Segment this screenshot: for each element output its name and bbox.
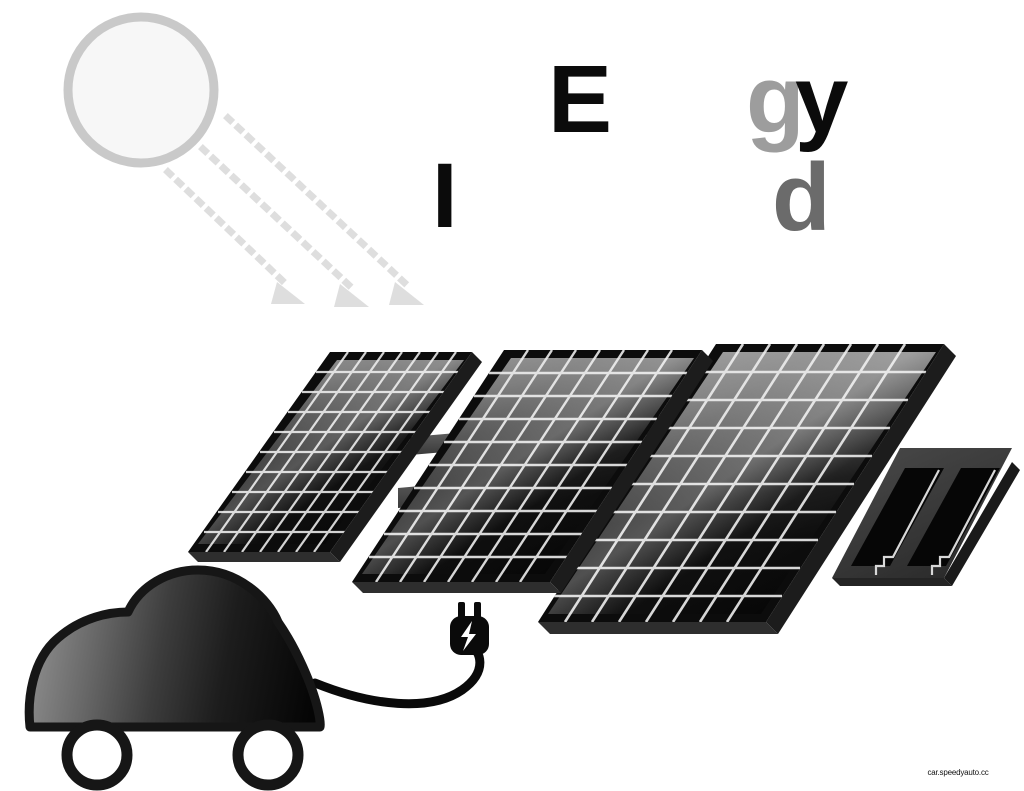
inverter-wire-2 [930, 469, 996, 575]
solar-panel-1 [188, 352, 482, 562]
sun-ray-arrowheads [271, 282, 424, 307]
headline-letter-i: I [432, 145, 458, 247]
inverter-side-edge [944, 462, 1020, 586]
headline-letter-y: y [795, 46, 849, 153]
panel-3-bottom-edge [538, 622, 778, 634]
charging-cable [310, 640, 485, 709]
watermark-text: car.speedyauto.cc [927, 768, 989, 777]
ray-arrowhead-2 [334, 284, 369, 307]
sun-rays-group [163, 113, 413, 293]
car-body [24, 565, 325, 732]
sun-ray-3 [163, 167, 293, 291]
plug-lightning-bolt-icon [461, 621, 476, 651]
car-group [24, 565, 325, 791]
headline-letter-e: E [548, 46, 613, 153]
solar-panel-3 [538, 344, 956, 634]
headline-letter-g: g [746, 46, 805, 153]
panel-2-bottom-edge [352, 582, 561, 593]
sun-ray-2 [198, 144, 357, 293]
sun-group [63, 12, 219, 168]
panel-1-sheen [198, 360, 464, 544]
inverter-bottom-edge [832, 578, 952, 586]
inverter-wiring [874, 469, 996, 575]
headline-letter-d: d [772, 144, 831, 251]
plug-prong-left [458, 602, 465, 619]
panel-2-side-edge [550, 350, 713, 593]
solar-panel-2 [352, 350, 713, 593]
car-wheel-rear [232, 719, 304, 791]
plug-prong-right [474, 602, 481, 619]
ray-arrowhead-1 [389, 282, 424, 305]
panel-1-side-edge [330, 352, 482, 562]
inverter-slot-2 [907, 468, 1000, 566]
panel-2-sheen [362, 358, 694, 574]
panel-1-bottom-edge [188, 552, 340, 562]
sun-icon [63, 12, 219, 168]
inverter-unit [832, 448, 1020, 586]
panel-3-sheen [548, 352, 936, 614]
ray-arrowhead-3 [271, 282, 305, 304]
charging-plug [450, 602, 489, 655]
car-wheel-front [61, 719, 133, 791]
sun-ray-1 [223, 113, 413, 291]
inverter-wire-1 [874, 469, 940, 575]
inverter-slot-1 [851, 468, 944, 566]
panel-3-side-edge [766, 344, 956, 634]
